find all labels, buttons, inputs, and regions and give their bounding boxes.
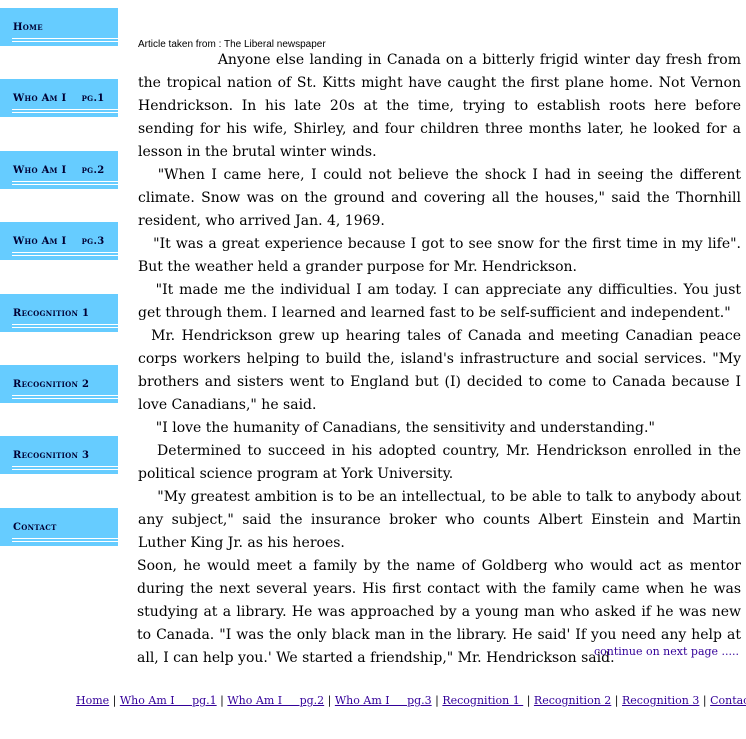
nav-underline [12, 466, 118, 467]
article-paragraph: "I love the humanity of Canadians, the s… [138, 420, 655, 436]
article-paragraph: "It made me the individual I am today. I… [138, 282, 741, 321]
nav-underline [12, 109, 118, 110]
footer-nav: Home | Who Am I pg.1 | Who Am I pg.2 | W… [76, 694, 746, 707]
footer-separator: | [324, 694, 335, 707]
nav-button-home[interactable]: Home [0, 8, 118, 46]
footer-separator: | [699, 694, 711, 707]
nav-underline [12, 469, 118, 470]
nav-recognition-1-label: Recognition 1 [13, 308, 90, 319]
nav-underline [12, 184, 118, 185]
nav-underline [12, 324, 118, 325]
nav-underline [12, 41, 118, 42]
nav-underline [12, 252, 118, 253]
footer-link-recognition-1[interactable]: Recognition 1 [442, 694, 524, 707]
footer-link-who-am-i-pg3[interactable]: Who Am I pg.3 [334, 694, 432, 707]
article-paragraph: Determined to succeed in his adopted cou… [138, 443, 741, 482]
nav-underline [12, 38, 118, 39]
nav-underline [12, 112, 118, 113]
nav-button-recognition-3[interactable]: Recognition 3 [0, 436, 118, 474]
footer-link-who-am-i-pg1[interactable]: Who Am I pg.1 [119, 694, 217, 707]
footer-separator: | [216, 694, 228, 707]
article-paragraph: Mr. Hendrickson grew up hearing tales of… [138, 328, 741, 413]
article-paragraph: "My greatest ambition is to be an intell… [138, 489, 741, 551]
nav-who-am-i-pg1-label: Who Am I pg.1 [13, 93, 105, 104]
nav-recognition-2-label: Recognition 2 [13, 379, 90, 390]
nav-who-am-i-pg3-label: Who Am I pg.3 [13, 236, 105, 247]
nav-home-label: Home [13, 22, 43, 33]
footer-link-contact[interactable]: Contact [710, 694, 746, 707]
article-paragraph: "When I came here, I could not believe t… [138, 167, 741, 229]
nav-contact-label: Contact [13, 522, 57, 533]
nav-underline [12, 398, 118, 399]
article-source: Article taken from : The Liberal newspap… [138, 39, 326, 50]
nav-underline [12, 327, 118, 328]
footer-separator: | [611, 694, 622, 707]
footer-link-recognition-2[interactable]: Recognition 2 [533, 694, 612, 707]
nav-underline [12, 541, 118, 542]
continue-next-page-link[interactable]: continue on next page ..... [594, 645, 740, 658]
nav-underline [12, 538, 118, 539]
nav-button-recognition-2[interactable]: Recognition 2 [0, 365, 118, 403]
article-paragraph: Soon, he would meet a family by the name… [137, 558, 741, 666]
footer-separator: | [523, 694, 534, 707]
nav-underline [12, 181, 118, 182]
nav-button-recognition-1[interactable]: Recognition 1 [0, 294, 118, 332]
nav-underline [12, 255, 118, 256]
article-body: Anyone else landing in Canada on a bitte… [137, 49, 741, 670]
article-paragraph: Anyone else landing in Canada on a bitte… [138, 52, 741, 160]
nav-button-who-am-i-pg2[interactable]: Who Am I pg.2 [0, 151, 118, 189]
nav-underline [12, 395, 118, 396]
footer-separator: | [431, 694, 443, 707]
nav-button-who-am-i-pg3[interactable]: Who Am I pg.3 [0, 222, 118, 260]
nav-button-who-am-i-pg1[interactable]: Who Am I pg.1 [0, 79, 118, 117]
article-paragraph: "It was a great experience because I got… [138, 236, 741, 275]
nav-recognition-3-label: Recognition 3 [13, 450, 90, 461]
footer-link-recognition-3[interactable]: Recognition 3 [622, 694, 700, 707]
nav-button-contact[interactable]: Contact [0, 508, 118, 546]
footer-link-home[interactable]: Home [76, 694, 110, 707]
footer-separator: | [109, 694, 120, 707]
footer-link-who-am-i-pg2[interactable]: Who Am I pg.2 [227, 694, 325, 707]
nav-who-am-i-pg2-label: Who Am I pg.2 [13, 165, 105, 176]
